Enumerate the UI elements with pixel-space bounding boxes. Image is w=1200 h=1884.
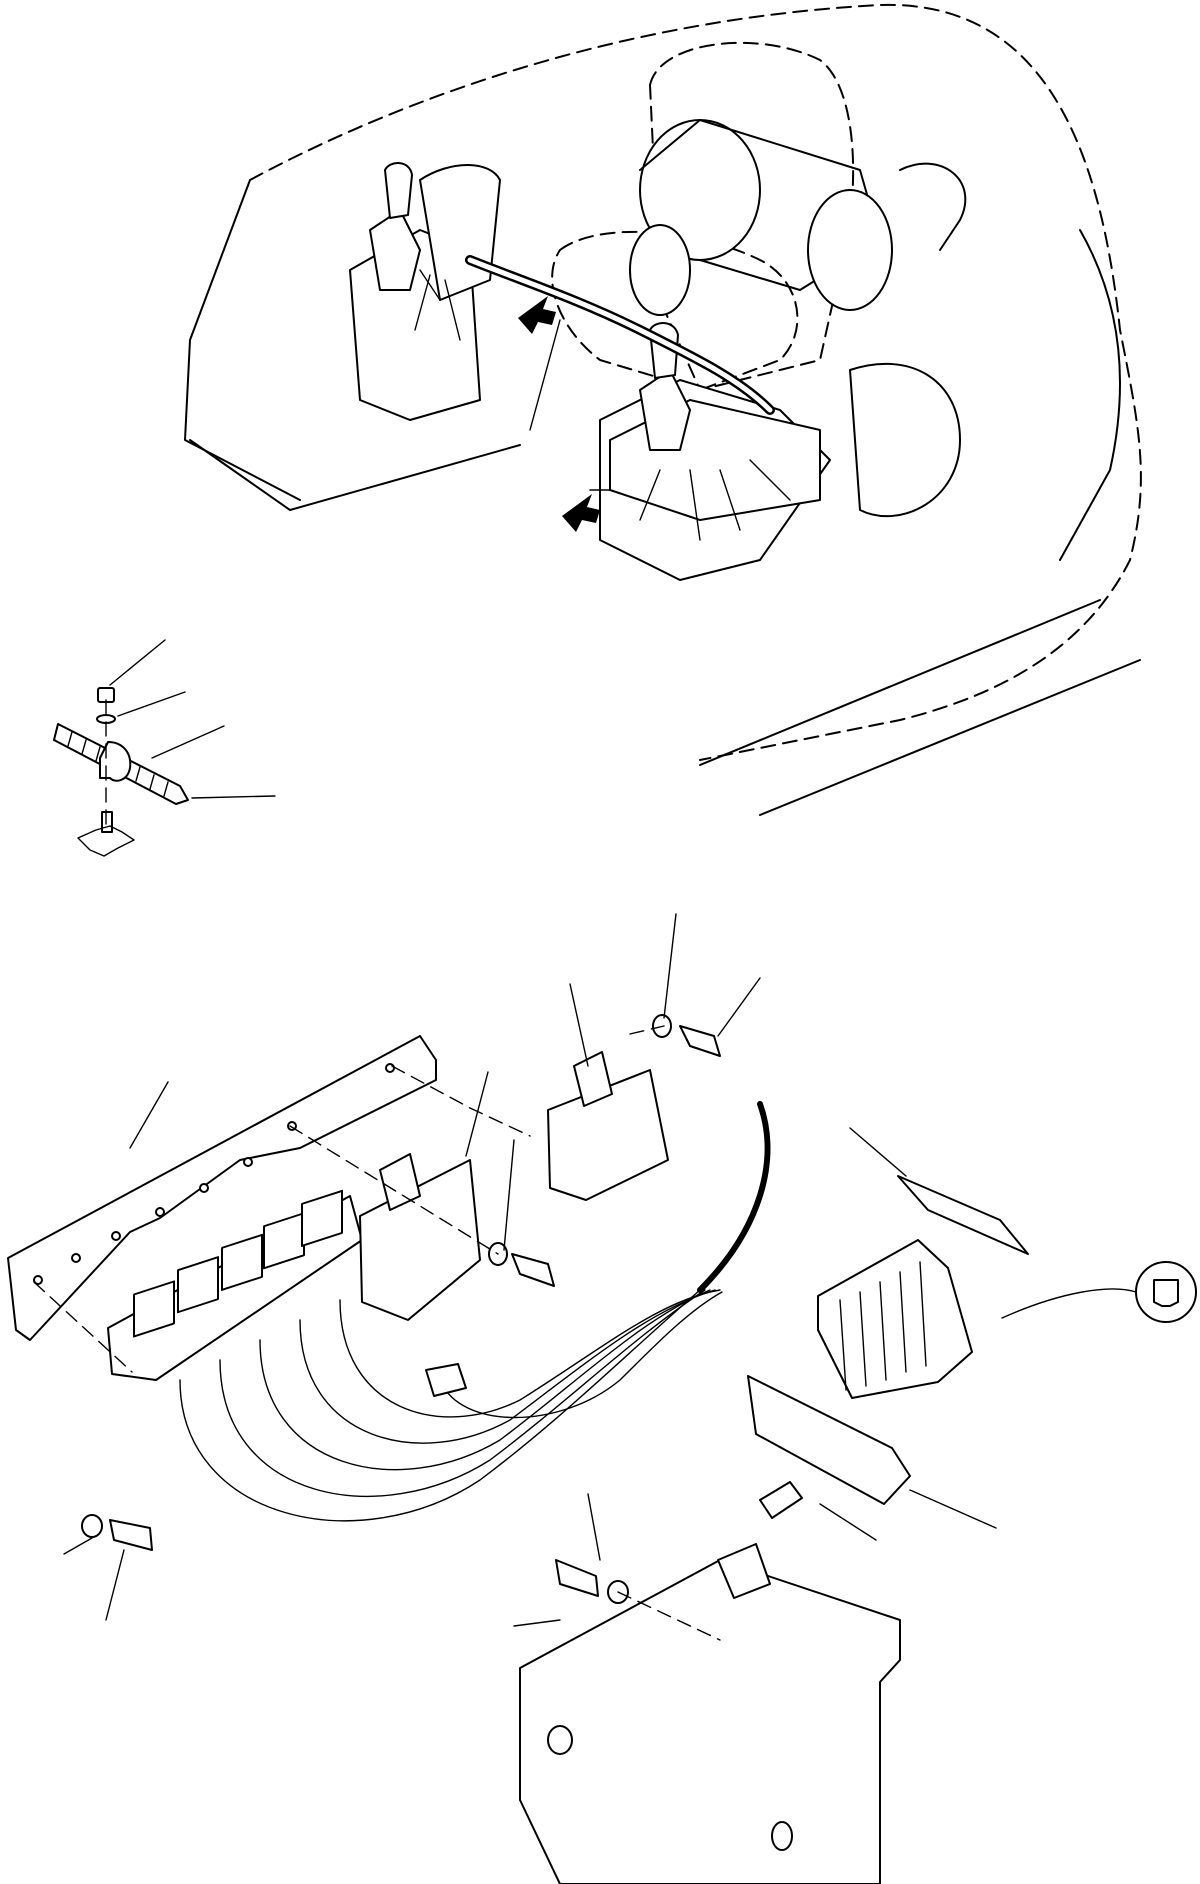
- body-outline: [249, 3, 1142, 761]
- plate-hole: [199, 1183, 209, 1193]
- plate-hole: [71, 1253, 81, 1263]
- small-relay: [177, 1256, 219, 1314]
- housing-tab: [717, 1543, 771, 1599]
- leader-line: [151, 725, 225, 759]
- relay-bracket: [379, 1153, 421, 1211]
- fuse-block-bracket: [747, 1375, 911, 1505]
- fuse-callout-leader: [1001, 1288, 1137, 1319]
- relay-body: [359, 1159, 481, 1321]
- rear-roller: [629, 224, 691, 316]
- screw: [511, 1253, 555, 1287]
- clamp-bolt: [101, 811, 113, 833]
- plate-hole: [33, 1275, 43, 1285]
- floor-edge-bottom: [699, 599, 1101, 766]
- fuse-block: [747, 1175, 1029, 1505]
- relay-bracket: [573, 1051, 613, 1107]
- inset-harness-clamp: [53, 639, 276, 857]
- floor-edge-left: [189, 439, 521, 511]
- small-relay: [133, 1280, 175, 1338]
- wire-connector: [425, 1363, 467, 1397]
- mounting-plate-holes: [33, 1063, 395, 1285]
- seat-cushion: [551, 230, 799, 391]
- fuse-slots: [839, 1261, 927, 1391]
- leader-lines: [63, 913, 997, 1627]
- harness-sleeve: [697, 1101, 771, 1293]
- left-joystick-handle: [384, 162, 413, 219]
- main-harness: [465, 255, 775, 415]
- leader-line: [191, 795, 276, 799]
- washer: [81, 1514, 103, 1538]
- small-relay: [301, 1189, 343, 1247]
- harness-ribs: [67, 731, 169, 797]
- left-joystick-boot: [369, 209, 421, 291]
- upper-view-seat-assembly: [184, 3, 1142, 816]
- fasteners: [81, 1014, 803, 1604]
- harness-clamp: [99, 741, 132, 782]
- large-relay-right: [547, 1051, 669, 1201]
- black-arrow-icon: [518, 296, 556, 334]
- relay-body: [547, 1069, 669, 1201]
- relay-wires: [179, 1289, 723, 1522]
- screw: [109, 1519, 153, 1551]
- screw: [555, 1559, 599, 1597]
- cowl-left: [184, 179, 301, 501]
- plate-hole: [155, 1207, 165, 1217]
- blade-fuse-icon: [1153, 1279, 1179, 1307]
- plate-hole: [111, 1231, 121, 1241]
- lower-view-relay-panel: [7, 913, 1197, 1884]
- right-console-fender: [849, 362, 961, 518]
- plate-hole: [385, 1063, 395, 1073]
- black-arrow-icon: [562, 494, 600, 532]
- leader-line: [117, 691, 186, 717]
- fuse-block-cover: [897, 1175, 1029, 1255]
- fuse-block-body: [817, 1239, 973, 1399]
- right-fender: [1059, 229, 1121, 561]
- small-relay: [221, 1233, 263, 1291]
- screw: [759, 1481, 803, 1519]
- rear-pipe: [899, 162, 967, 251]
- large-relay-left: [359, 1153, 481, 1321]
- alignment-lines: [33, 1025, 721, 1641]
- mounting-surface: [77, 825, 135, 857]
- leader-line: [109, 639, 166, 686]
- mounting-plate: [7, 1035, 437, 1341]
- relay-row: [107, 1189, 363, 1381]
- main-harness-core: [467, 257, 773, 413]
- leader-line: [529, 319, 561, 431]
- right-console-wires: [639, 459, 791, 541]
- plate-hole: [243, 1157, 253, 1167]
- screw: [679, 1025, 721, 1057]
- housing-knob: [547, 1725, 573, 1755]
- floor-edge-bottom-2: [759, 659, 1141, 816]
- housing-hole: [771, 1821, 793, 1851]
- left-console-wires: [414, 269, 461, 341]
- console-housing: [519, 1559, 901, 1884]
- rear-cylinder-right: [807, 189, 893, 311]
